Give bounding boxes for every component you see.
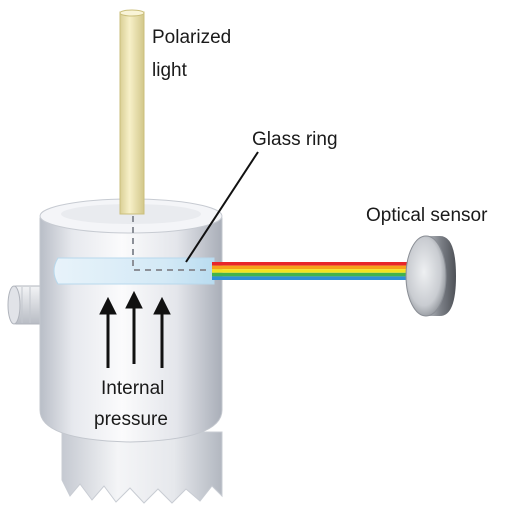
optical-sensor [405,235,456,317]
label-polarized-light-1: Polarized [152,27,232,48]
label-glass-ring: Glass ring [252,129,338,150]
housing-base [61,431,223,504]
glass-ring-leader [185,151,259,263]
label-internal-pressure-2: pressure [94,409,168,430]
beam-stripe [212,262,424,266]
label-optical-sensor: Optical sensor [366,205,488,226]
beam-stripe [212,265,424,270]
label-internal-pressure-1: Internal [101,378,165,399]
pressure-arrows [99,290,171,368]
rainbow-beam [212,262,424,280]
beam-stripe [212,269,424,273]
beam-stripe [212,272,424,277]
beam-stripe [212,276,424,280]
side-port [7,285,47,325]
polarized-light-rod [119,11,145,215]
label-polarized-light-2: light [152,60,187,81]
